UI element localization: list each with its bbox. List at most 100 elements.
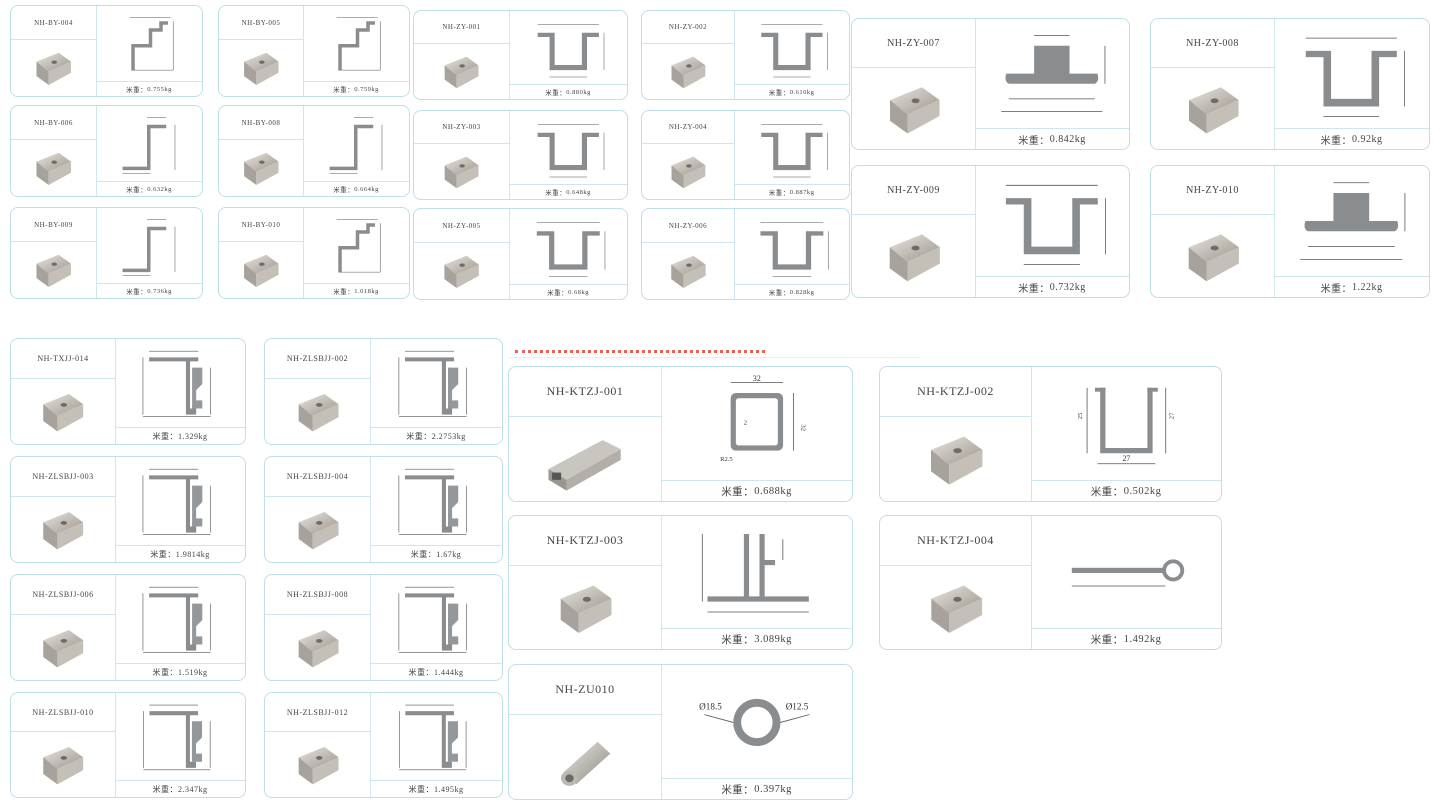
product-card[interactable]: NH-BY-008 米重：0.664kg xyxy=(218,105,410,197)
product-card[interactable]: NH-ZLSBJJ-004 米重：1.67kg xyxy=(264,456,503,563)
product-info: NH-BY-009 xyxy=(11,208,97,298)
product-card[interactable]: NH-TXJJ-014 米重：1.329kg xyxy=(10,338,246,445)
product-card[interactable]: NH-ZY-008 米重：0.92kg xyxy=(1150,18,1430,150)
weight-label: 米重： xyxy=(1090,486,1124,498)
hat-profile-drawing xyxy=(734,111,849,185)
product-info: NH-ZLSBJJ-004 xyxy=(265,457,371,562)
product-code: NH-ZY-001 xyxy=(414,11,509,44)
product-code: NH-ZLSBJJ-010 xyxy=(11,693,115,732)
product-card[interactable]: NH-BY-009 米重：0.736kg xyxy=(10,207,203,299)
product-weight: 米重：0.880kg xyxy=(509,84,627,99)
clamp-profile-drawing xyxy=(115,339,245,428)
product-info: NH-ZY-005 xyxy=(414,209,510,299)
dim-label: 32 xyxy=(799,424,806,431)
weight-label: 米重： xyxy=(150,549,176,559)
weight-value: 2.347kg xyxy=(178,784,208,794)
product-card[interactable]: NH-ZY-001 米重：0.880kg xyxy=(413,10,628,100)
product-weight: 米重：0.68kg xyxy=(509,284,627,299)
clamp-profile-drawing xyxy=(370,457,502,546)
weight-value: 0.842kg xyxy=(1049,133,1086,145)
product-card[interactable]: NH-ZY-006 米重：0.828kg xyxy=(641,208,850,300)
product-spec: 米重：1.444kg xyxy=(370,575,502,680)
product-card[interactable]: NH-ZLSBJJ-006 米重：1.519kg xyxy=(10,574,246,681)
product-info: NH-BY-004 xyxy=(11,6,97,96)
hat-profile-drawing xyxy=(509,111,627,185)
product-card[interactable]: NH-ZY-004 米重：0.887kg xyxy=(641,110,850,200)
product-photo xyxy=(265,496,370,562)
product-card[interactable]: NH-KTZJ-004 米重：1.492kg xyxy=(879,515,1222,650)
product-info: NH-BY-008 xyxy=(219,106,304,196)
product-info: NH-BY-010 xyxy=(219,208,304,298)
hat-profile-drawing xyxy=(509,11,627,85)
weight-value: 0.688kg xyxy=(754,485,792,497)
z-profile-drawing xyxy=(96,106,202,182)
product-code: NH-ZLSBJJ-002 xyxy=(265,339,370,379)
weight-value: 0.502kg xyxy=(1123,485,1162,497)
product-weight: 米重：0.732kg xyxy=(975,276,1129,297)
product-code: NH-BY-005 xyxy=(219,6,303,40)
weight-value: 0.887kg xyxy=(789,188,815,196)
product-card[interactable]: NH-ZY-007 米重：0.842kg xyxy=(851,18,1130,150)
weight-label: 米重： xyxy=(1320,135,1352,147)
dim-label: 32 xyxy=(753,374,761,383)
product-weight: 米重：0.887kg xyxy=(734,184,849,199)
weight-value: 3.089kg xyxy=(754,633,792,645)
product-info: NH-KTZJ-001 xyxy=(509,367,662,501)
product-card[interactable]: NH-ZLSBJJ-002 米重：2.2753kg xyxy=(264,338,503,445)
product-card[interactable]: NH-BY-010 米重：1.018kg xyxy=(218,207,410,299)
product-card[interactable]: NH-ZLSBJJ-003 米重：1.9814kg xyxy=(10,456,246,563)
product-weight: 米重：0.828kg xyxy=(734,284,849,299)
weight-value: 1.492kg xyxy=(1123,633,1162,645)
product-code: NH-ZY-010 xyxy=(1151,166,1274,215)
product-card[interactable]: NH-ZLSBJJ-008 米重：1.444kg xyxy=(264,574,503,681)
product-card[interactable]: NH-ZLSBJJ-012 米重：1.495kg xyxy=(264,692,503,798)
product-code: NH-BY-009 xyxy=(11,208,96,242)
weight-value: 1.495kg xyxy=(434,784,464,794)
product-photo xyxy=(414,43,509,99)
weight-label: 米重： xyxy=(126,187,148,194)
product-weight: 米重：2.2753kg xyxy=(370,427,502,444)
weight-label: 米重： xyxy=(768,290,790,297)
product-photo xyxy=(642,143,734,199)
product-photo xyxy=(11,496,115,562)
product-info: NH-ZY-006 xyxy=(642,209,735,299)
product-card[interactable]: NH-ZY-005 米重：0.68kg xyxy=(413,208,628,300)
product-card[interactable]: NH-BY-006 米重：0.632kg xyxy=(10,105,203,197)
product-card[interactable]: NH-ZLSBJJ-010 米重：2.347kg xyxy=(10,692,246,798)
product-spec: 米重：1.492kg xyxy=(1031,516,1221,649)
product-card[interactable]: NH-BY-005 米重：0.759kg xyxy=(218,5,410,97)
weight-label: 米重： xyxy=(333,289,355,296)
product-card[interactable]: NH-ZY-010 米重：1.22kg xyxy=(1150,165,1430,298)
product-info: NH-ZLSBJJ-006 xyxy=(11,575,116,680)
weight-label: 米重： xyxy=(408,667,434,677)
weight-value: 1.9814kg xyxy=(175,549,210,559)
product-spec: 米重：0.880kg xyxy=(509,11,627,99)
product-spec: 米重：0.664kg xyxy=(303,106,409,196)
product-photo xyxy=(642,43,734,99)
product-card[interactable]: NH-KTZJ-003 米重：3.089kg xyxy=(508,515,853,650)
product-spec: 米重：1.495kg xyxy=(370,693,502,797)
product-photo xyxy=(880,565,1031,649)
product-spec: 米重：0.828kg xyxy=(734,209,849,299)
product-code: NH-ZY-003 xyxy=(414,111,509,144)
product-weight: 米重：1.22kg xyxy=(1274,276,1429,297)
product-card[interactable]: NH-ZY-003 米重：0.648kg xyxy=(413,110,628,200)
product-spec: 米重：1.22kg xyxy=(1274,166,1429,297)
hat-profile-drawing xyxy=(1274,19,1429,129)
dim-label: 25 xyxy=(1076,411,1083,418)
product-code: NH-ZU010 xyxy=(509,665,661,715)
product-weight: 米重：1.9814kg xyxy=(115,545,245,562)
product-code: NH-BY-010 xyxy=(219,208,303,242)
product-card[interactable]: NH-ZY-002 米重：0.610kg xyxy=(641,10,850,100)
product-info: NH-TXJJ-014 xyxy=(11,339,116,444)
product-card[interactable]: NH-BY-004 米重：0.755kg xyxy=(10,5,203,97)
product-spec: 米重：0.632kg xyxy=(96,106,202,196)
product-card[interactable]: NH-ZY-009 米重：0.732kg xyxy=(851,165,1130,298)
product-weight: 米重：3.089kg xyxy=(661,628,852,649)
